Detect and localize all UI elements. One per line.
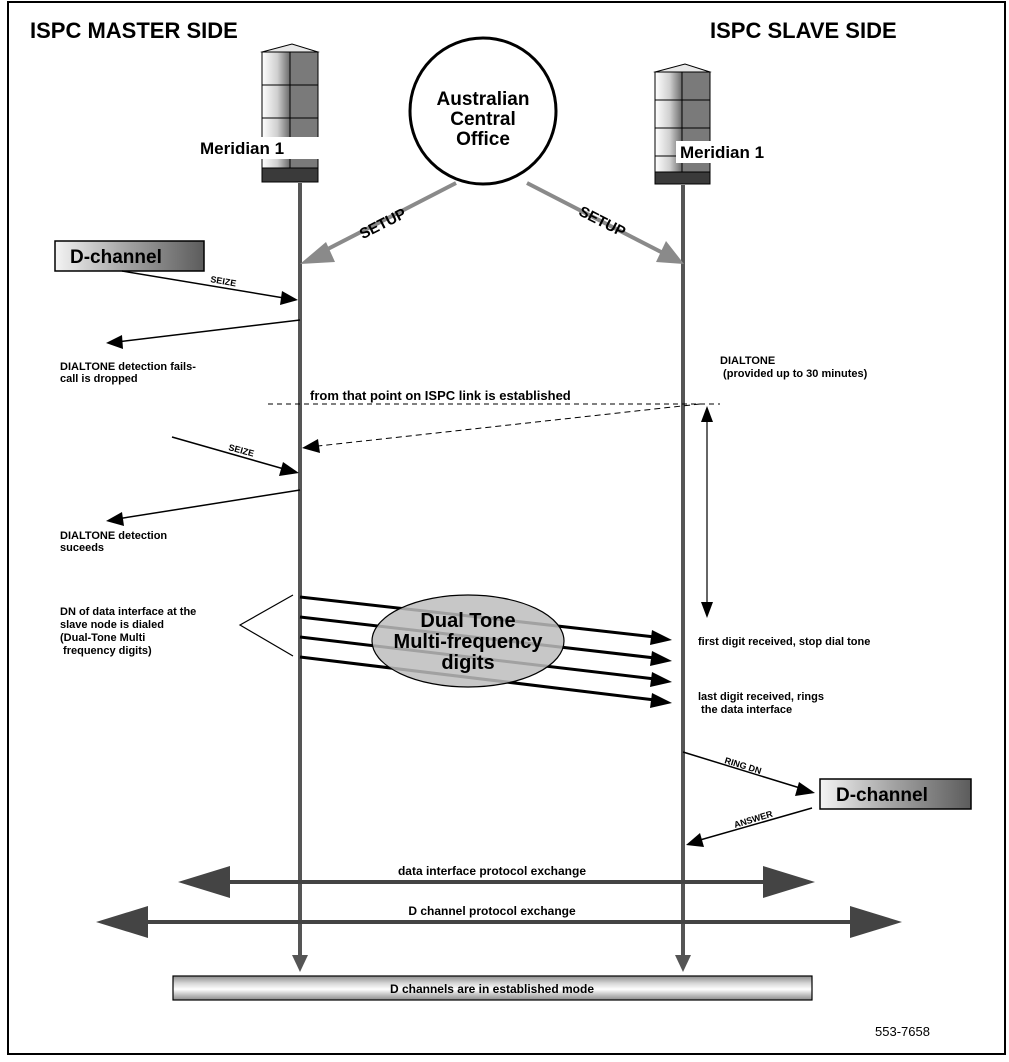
- central-office-label-2: Central: [450, 109, 515, 130]
- dialtone-fail-arrow: [117, 320, 300, 342]
- answer-arrowhead: [686, 833, 704, 847]
- dialtone-fail-arrowhead: [106, 335, 123, 349]
- dchannel-master-label: D-channel: [70, 247, 162, 268]
- data-exchange-left-arrowhead: [178, 866, 230, 898]
- ring-dn-label: RING DN: [723, 755, 762, 776]
- dialtone-duration-bottom-arrowhead: [701, 602, 713, 618]
- master-timeline-arrowhead: [292, 955, 308, 972]
- last-digit-note-2: the data interface: [698, 704, 792, 716]
- central-office-label-1: Australian: [437, 89, 530, 110]
- dtmf-digit-arrowhead-2: [650, 651, 672, 666]
- central-office-label-3: Office: [456, 129, 510, 150]
- slave-timeline-arrowhead: [675, 955, 691, 972]
- dialtone-success-note-2: suceeds: [60, 542, 104, 554]
- dtmf-digit-arrowhead-4: [650, 693, 672, 708]
- dialtone-dashed-arrowhead: [302, 439, 320, 453]
- dialtone-note-2: (provided up to 30 minutes): [720, 368, 868, 380]
- master-side-title: ISPC MASTER SIDE: [30, 18, 238, 43]
- master-meridian-rack-icon: [262, 44, 318, 182]
- established-label: D channels are in established mode: [390, 982, 594, 996]
- dn-bracket: [240, 595, 293, 656]
- d-exchange-left-arrowhead: [96, 906, 148, 938]
- dn-note-1: DN of data interface at the: [60, 606, 196, 618]
- setup-left-label: SETUP: [357, 205, 409, 243]
- last-digit-note-1: last digit received, rings: [698, 691, 824, 703]
- dn-note-3: (Dual-Tone Multi: [60, 632, 145, 644]
- ring-dn-arrowhead: [795, 782, 815, 796]
- dn-note-4: frequency digits): [60, 645, 152, 657]
- dialtone-fail-note-2: call is dropped: [60, 373, 138, 385]
- seize-1-arrow: [122, 271, 284, 298]
- slave-node-label: Meridian 1: [680, 143, 764, 162]
- master-node-label: Meridian 1: [200, 139, 284, 158]
- slave-side-title: ISPC SLAVE SIDE: [710, 18, 897, 43]
- dtmf-digit-arrowhead-1: [650, 630, 672, 645]
- figure-id: 553-7658: [875, 1024, 930, 1039]
- dialtone-success-note-1: DIALTONE detection: [60, 530, 167, 542]
- link-established-label: from that point on ISPC link is establis…: [310, 388, 571, 403]
- d-exchange-right-arrowhead: [850, 906, 902, 938]
- seize-2-arrow: [172, 437, 284, 469]
- data-exchange-right-arrowhead: [763, 866, 815, 898]
- dtmf-digit-arrowhead-3: [650, 672, 672, 687]
- setup-right-label: SETUP: [576, 203, 628, 241]
- dtmf-label-2: Multi-frequency: [394, 631, 544, 653]
- dtmf-label-1: Dual Tone: [420, 610, 515, 632]
- dtmf-label-3: digits: [441, 652, 494, 674]
- seize-2-arrowhead: [279, 462, 299, 476]
- dialtone-note-1: DIALTONE: [720, 355, 775, 367]
- first-digit-note: first digit received, stop dial tone: [698, 636, 870, 648]
- data-exchange-label: data interface protocol exchange: [398, 864, 586, 878]
- dialtone-fail-note-1: DIALTONE detection fails-: [60, 361, 196, 373]
- dchannel-slave-label: D-channel: [836, 785, 928, 806]
- d-exchange-label: D channel protocol exchange: [408, 904, 576, 918]
- setup-left-arrowhead: [300, 242, 335, 264]
- dialtone-success-arrow: [117, 490, 300, 519]
- dialtone-dashed-arrow: [318, 404, 700, 446]
- answer-label: ANSWER: [733, 809, 775, 830]
- seize-1-arrowhead: [280, 291, 298, 305]
- slave-meridian-rack-icon: [655, 64, 710, 184]
- dialtone-duration-top-arrowhead: [701, 406, 713, 422]
- dialtone-success-arrowhead: [106, 512, 124, 526]
- dn-note-2: slave node is dialed: [60, 619, 164, 631]
